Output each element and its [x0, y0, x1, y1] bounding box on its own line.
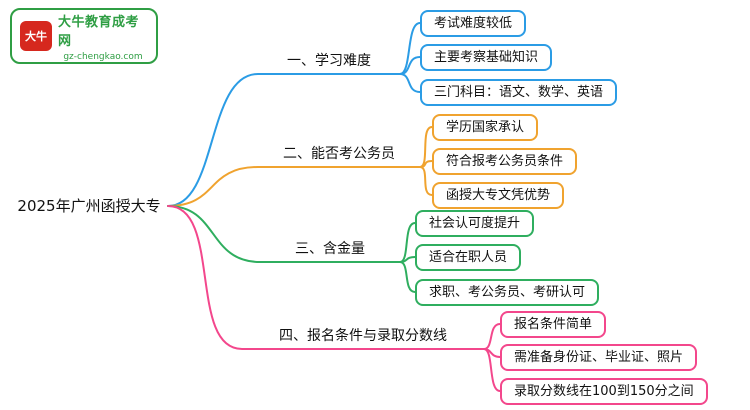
branch-1-curve	[167, 166, 421, 207]
branch-2-curve	[167, 205, 401, 263]
branch-3-child-0-curve	[483, 323, 501, 350]
leaf-node: 主要考察基础知识	[420, 44, 553, 71]
branch-node-requirements-scores: 四、报名条件与录取分数线	[279, 328, 447, 344]
root-node: 2025年广州函授大专	[17, 197, 161, 215]
leaf-node: 三门科目：语文、数学、英语	[420, 79, 618, 106]
branch-3-child-2-curve	[483, 348, 501, 392]
leaf-node: 求职、考公务员、考研认可	[415, 279, 600, 306]
leaf-node: 符合报考公务员条件	[432, 148, 578, 175]
branch-1-child-1-curve	[419, 160, 433, 168]
leaf-node: 报名条件简单	[500, 311, 607, 338]
logo-bull-icon: 大牛	[20, 21, 52, 51]
leaf-node: 学历国家承认	[432, 114, 539, 141]
branch-0-child-2-curve	[399, 73, 421, 93]
branch-node-study-difficulty: 一、学习难度	[287, 53, 371, 69]
branch-3-curve	[167, 205, 485, 350]
leaf-node: 函授大专文凭优势	[432, 182, 565, 209]
branch-2-child-1-curve	[399, 256, 416, 263]
branch-2-child-2-curve	[399, 261, 416, 293]
branch-0-curve	[167, 73, 401, 207]
logo-texts: 大牛教育成考网 gz-chengkao.com	[58, 11, 148, 62]
branch-node-civil-service: 二、能否考公务员	[283, 146, 395, 162]
branch-0-child-0-curve	[399, 22, 421, 75]
leaf-node: 录取分数线在100到150分之间	[500, 378, 708, 405]
leaf-node: 适合在职人员	[415, 244, 522, 271]
logo-url: gz-chengkao.com	[63, 51, 143, 62]
leaf-node: 考试难度较低	[420, 10, 527, 37]
branch-node-value: 三、含金量	[295, 241, 365, 257]
leaf-node: 社会认可度提升	[415, 210, 535, 237]
logo-title: 大牛教育成考网	[58, 14, 140, 49]
branch-1-child-2-curve	[419, 166, 433, 196]
leaf-node: 需准备身份证、毕业证、照片	[500, 344, 698, 371]
site-logo: 大牛 大牛教育成考网 gz-chengkao.com	[10, 8, 158, 64]
